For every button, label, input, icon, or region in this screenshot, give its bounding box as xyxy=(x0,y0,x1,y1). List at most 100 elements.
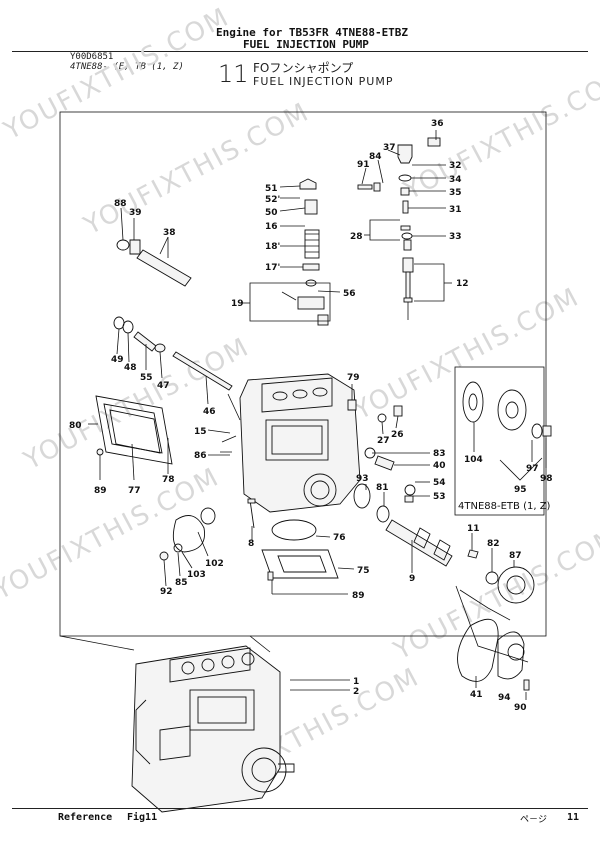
control-sleeve-group xyxy=(281,178,329,326)
pinion-part xyxy=(317,314,329,326)
callout-89-lower: 89 xyxy=(352,591,365,601)
control-rack-part xyxy=(136,249,192,287)
inset-frame xyxy=(454,366,545,516)
plug-part xyxy=(404,495,414,503)
rear-cover-part xyxy=(497,631,525,680)
footer-figure-ref: Fig11 xyxy=(127,812,158,823)
callout-50: 50 xyxy=(265,208,278,218)
callout-79: 79 xyxy=(347,373,360,383)
section-number: 11 xyxy=(218,60,249,88)
valve-part xyxy=(403,239,412,251)
stud-part xyxy=(247,498,256,504)
callout-52: 52' xyxy=(265,195,280,205)
callout-51: 51 xyxy=(265,184,278,194)
callout-31: 31 xyxy=(449,205,462,215)
callout-88: 88 xyxy=(114,199,127,209)
callout-97: 97 xyxy=(526,464,539,474)
nut-part xyxy=(159,551,169,561)
nut-part xyxy=(373,182,381,192)
washer-part xyxy=(173,543,183,553)
callout-77: 77 xyxy=(128,486,141,496)
plug-part xyxy=(129,239,141,255)
callout-48: 48 xyxy=(124,363,137,373)
plunger-foot-part xyxy=(403,297,413,303)
collar-part xyxy=(353,483,371,509)
callout-55: 55 xyxy=(140,373,153,383)
callout-82: 82 xyxy=(487,539,500,549)
rod-part xyxy=(172,351,233,391)
plate-part xyxy=(172,515,206,553)
o-ring-part xyxy=(122,320,134,334)
bleed-screw-part xyxy=(347,399,357,411)
o-ring-part xyxy=(200,507,216,525)
model-variant: 4TNE88- (E) TB (1, Z) xyxy=(70,62,184,72)
pump-flange-part xyxy=(303,473,337,507)
assembled-pump-illustration xyxy=(131,645,350,813)
callout-33: 33 xyxy=(449,232,462,242)
o-ring-part xyxy=(113,316,125,330)
cover-plate-part xyxy=(457,618,499,682)
gasket-part xyxy=(401,232,413,240)
callout-80: 80 xyxy=(69,421,82,431)
callout-37: 37 xyxy=(383,143,396,153)
engine-title: Engine for TB53FR 4TNE88-ETBZ xyxy=(216,26,409,39)
callout-98: 98 xyxy=(540,474,553,484)
left-parts-group xyxy=(113,237,233,391)
valve-holder-part xyxy=(427,137,441,147)
valve-seat-part xyxy=(400,225,411,231)
callout-89-upper: 89 xyxy=(94,486,107,496)
callout-32: 32 xyxy=(449,161,462,171)
callout-36: 36 xyxy=(431,119,444,129)
section-title-jp: FOフンシャポンプ xyxy=(253,61,354,75)
side-cover-group xyxy=(88,395,173,481)
barrel-part xyxy=(402,257,414,273)
retainer-part xyxy=(302,263,320,271)
inset-caption: 4TNE88-ETB (1, Z) xyxy=(458,501,551,512)
sleeve-part xyxy=(304,199,318,215)
delivery-valve-group xyxy=(357,137,441,320)
watermark-text: YOUFIXTHIS.COM xyxy=(0,2,235,147)
callout-75: 75 xyxy=(357,566,370,576)
footer-page-number: 11 xyxy=(567,812,580,823)
spring-part xyxy=(304,229,320,259)
callout-41: 41 xyxy=(470,690,483,700)
footer-page-label: ペ－ジ xyxy=(520,815,548,825)
callout-54: 54 xyxy=(433,478,446,488)
header-rule xyxy=(12,51,588,52)
callout-102: 102 xyxy=(205,559,224,569)
callout-2: 2 xyxy=(353,687,359,697)
right-mid-parts-group xyxy=(347,399,535,604)
section-title: FUEL INJECTION PUMP xyxy=(243,38,369,51)
callout-17: 17' xyxy=(265,263,280,273)
cover-gasket-part xyxy=(95,395,173,465)
callout-94: 94 xyxy=(498,693,511,703)
inset-coupling-group: 4TNE88-ETB (1, Z) xyxy=(454,366,552,516)
callout-78: 78 xyxy=(162,475,175,485)
footer-reference-label: Reference xyxy=(58,812,113,823)
coupling-part xyxy=(497,389,527,431)
watermark-text: YOUFIXTHIS.COM xyxy=(398,62,600,207)
callout-16: 16 xyxy=(265,222,278,232)
callout-91: 91 xyxy=(357,160,370,170)
callout-26: 26 xyxy=(391,430,404,440)
leader-lines-right xyxy=(351,384,515,573)
callout-53: 53 xyxy=(433,492,446,502)
callout-85: 85 xyxy=(175,578,188,588)
callout-9: 9 xyxy=(409,574,415,584)
callout-15: 15 xyxy=(194,427,207,437)
o-ring-part xyxy=(116,239,130,251)
spring-part xyxy=(133,331,157,352)
callout-83: 83 xyxy=(433,449,446,459)
callout-87: 87 xyxy=(509,551,522,561)
pump-housing-part xyxy=(239,373,361,513)
plunger-part xyxy=(405,271,411,299)
catalog-code: Y00D6851 xyxy=(70,52,114,62)
ball-bearing-part xyxy=(497,566,535,604)
callout-1: 1 xyxy=(353,677,359,687)
callout-49: 49 xyxy=(111,355,124,365)
nut-part xyxy=(542,425,552,437)
washer-part xyxy=(400,187,410,196)
callout-27: 27 xyxy=(377,436,390,446)
